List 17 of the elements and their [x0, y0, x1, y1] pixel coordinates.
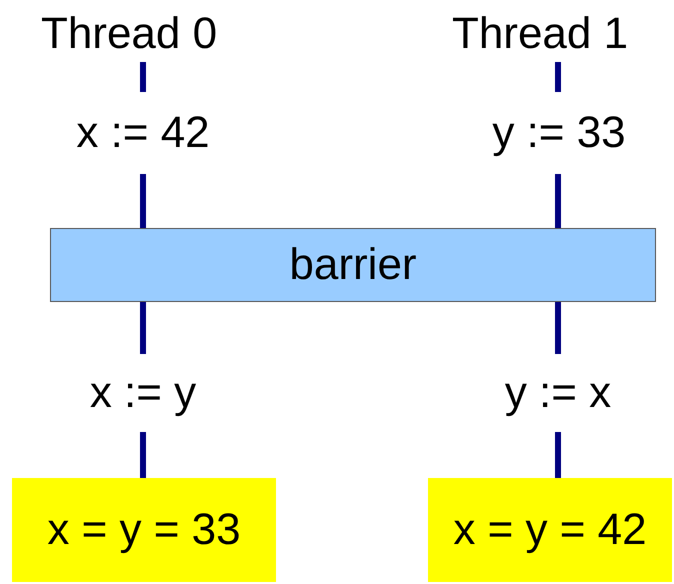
connector-line: [555, 302, 561, 354]
connector-line: [140, 62, 146, 92]
statement-text: y := x: [490, 354, 626, 432]
statement-text: x := 42: [60, 92, 226, 174]
connector-line: [140, 302, 146, 354]
result-box: x = y = 42: [428, 478, 672, 582]
thread-label: Thread 1: [440, 6, 640, 62]
connector-line: [555, 174, 561, 228]
statement-text: y := 33: [476, 92, 642, 174]
result-box: x = y = 33: [12, 478, 276, 582]
barrier-box: barrier: [50, 228, 656, 302]
connector-line: [555, 62, 561, 92]
connector-line: [555, 432, 561, 478]
statement-text: x := y: [76, 354, 210, 432]
connector-line: [140, 174, 146, 228]
thread-label: Thread 0: [28, 6, 230, 62]
connector-line: [140, 432, 146, 478]
